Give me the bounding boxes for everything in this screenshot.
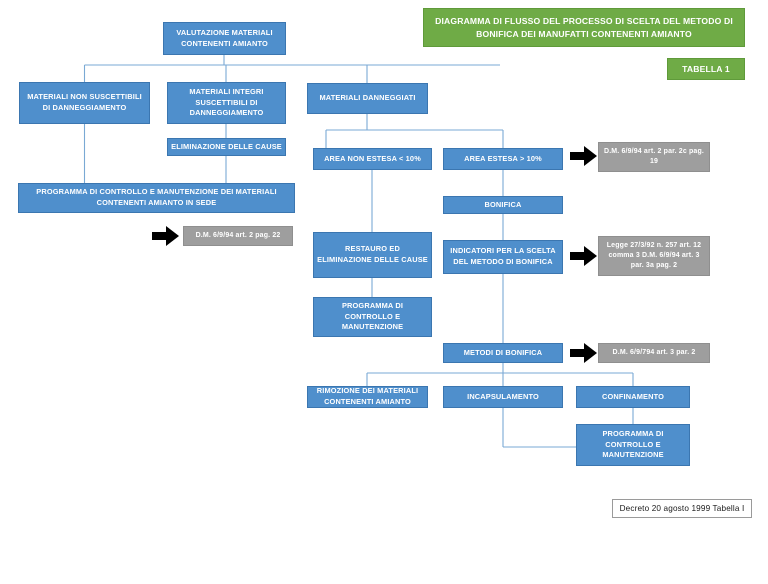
tabella-label: TABELLA 1 (667, 58, 745, 80)
node-materiali-danneggiati[interactable]: MATERIALI DANNEGGIATI (307, 83, 428, 114)
reference-box-legge257: Legge 27/3/92 n. 257 art. 12 comma 3 D.M… (598, 236, 710, 276)
node-eliminazione-delle-cause[interactable]: ELIMINAZIONE DELLE CAUSE (167, 138, 286, 156)
node-valutazione-materiali[interactable]: VALUTAZIONE MATERIALI CONTENENTI AMIANTO (163, 22, 286, 55)
node-area-non-estesa[interactable]: AREA NON ESTESA < 10% (313, 148, 432, 170)
node-materiali-integri[interactable]: MATERIALI INTEGRI SUSCETTIBILI DI DANNEG… (167, 82, 286, 124)
node-area-estesa[interactable]: AREA ESTESA > 10% (443, 148, 563, 170)
node-metodi-di-bonifica[interactable]: METODI DI BONIFICA (443, 343, 563, 363)
node-materiali-non-suscettibili[interactable]: MATERIALI NON SUSCETTIBILI DI DANNEGGIAM… (19, 82, 150, 124)
node-restauro-eliminazione-cause[interactable]: RESTAURO ED ELIMINAZIONE DELLE CAUSE (313, 232, 432, 278)
reference-box-pag22: D.M. 6/9/94 art. 2 pag. 22 (183, 226, 293, 246)
node-rimozione-materiali[interactable]: RIMOZIONE DEI MATERIALI CONTENENTI AMIAN… (307, 386, 428, 408)
node-programma-controllo-manutenzione-2[interactable]: PROGRAMMA DI CONTROLLO E MANUTENZIONE (576, 424, 690, 466)
node-bonifica[interactable]: BONIFICA (443, 196, 563, 214)
node-confinamento[interactable]: CONFINAMENTO (576, 386, 690, 408)
node-programma-controllo-in-sede[interactable]: PROGRAMMA DI CONTROLLO E MANUTENZIONE DE… (18, 183, 295, 213)
reference-box-pag19: D.M. 6/9/94 art. 2 par. 2c pag. 19 (598, 142, 710, 172)
node-incapsulamento[interactable]: INCAPSULAMENTO (443, 386, 563, 408)
footer-note-decreto: Decreto 20 agosto 1999 Tabella I (612, 499, 752, 518)
node-indicatori-scelta-metodo[interactable]: INDICATORI PER LA SCELTA DEL METODO DI B… (443, 240, 563, 274)
diagram-title-banner: DIAGRAMMA DI FLUSSO DEL PROCESSO DI SCEL… (423, 8, 745, 47)
reference-box-art3par2: D.M. 6/9/794 art. 3 par. 2 (598, 343, 710, 363)
node-programma-controllo-manutenzione-1[interactable]: PROGRAMMA DI CONTROLLO E MANUTENZIONE (313, 297, 432, 337)
